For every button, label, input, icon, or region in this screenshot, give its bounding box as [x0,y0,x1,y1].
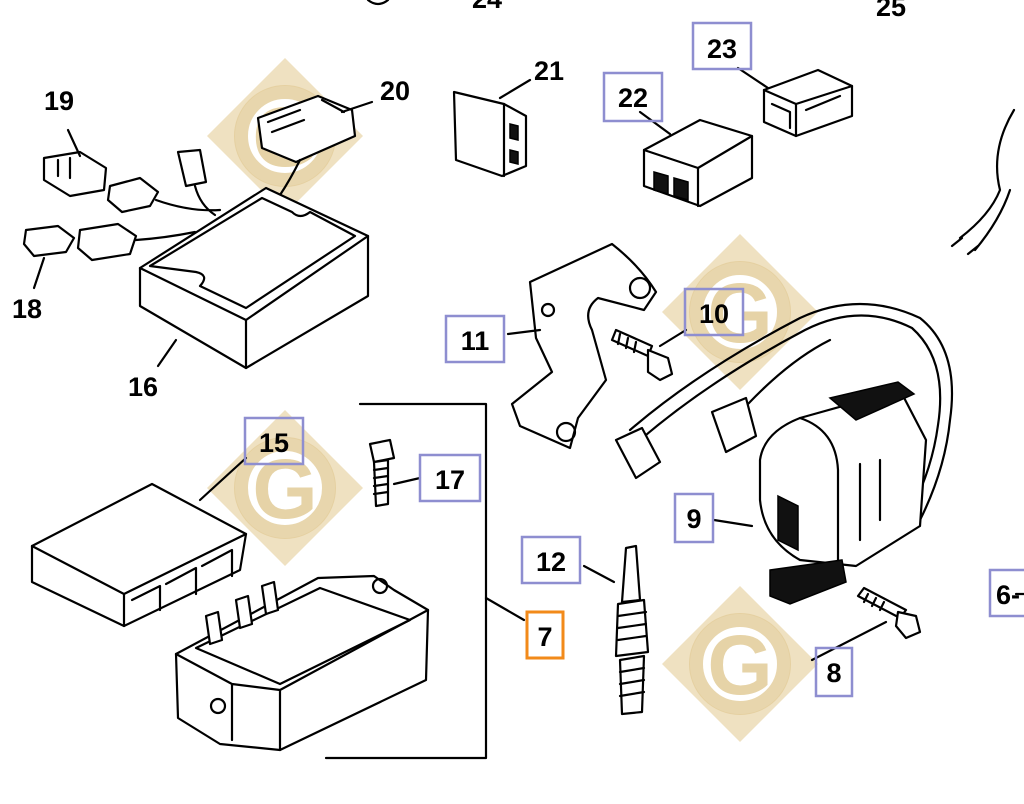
part-label-16[interactable]: 16 [128,372,158,402]
module-16-illustration [138,186,370,370]
svg-text:19: 19 [44,86,74,116]
ignition-coil-9-illustration [614,302,954,605]
part-label-7[interactable]: 7 [525,610,565,660]
plug-19-illustration [42,148,222,217]
svg-text:15: 15 [259,428,289,458]
part-label-22[interactable]: 22 [602,71,664,123]
svg-text:G: G [252,442,317,536]
part-label-21[interactable]: 21 [534,56,564,86]
svg-text:8: 8 [826,658,841,688]
part-label-24[interactable]: 24 [472,0,502,14]
svg-text:7: 7 [537,622,552,652]
part-label-19[interactable]: 19 [44,86,74,116]
bolt-8-illustration [856,586,922,640]
part-label-23[interactable]: 23 [691,21,753,71]
connector-20-illustration [256,94,357,197]
svg-text:12: 12 [536,547,566,577]
part-24-fragment [366,0,390,6]
svg-text:10: 10 [699,299,729,329]
part-label-6[interactable]: 6- [988,568,1024,618]
group-bracket-7 [324,402,526,760]
svg-text:9: 9 [686,504,701,534]
part-label-9[interactable]: 9 [673,492,715,544]
spark-plug-12-illustration [614,544,650,716]
connector-21-illustration [452,90,528,178]
leader-lines [32,66,1024,662]
watermark-logo: G [662,586,818,742]
svg-text:G: G [707,618,772,712]
part-label-15[interactable]: 15 [243,416,305,466]
part-label-18[interactable]: 18 [12,294,42,324]
part-label-17[interactable]: 17 [418,453,482,503]
svg-text:16: 16 [128,372,158,402]
plug-18-illustration [22,222,197,262]
regulator-7-illustration [174,574,430,752]
svg-text:G: G [707,266,772,360]
part-label-25[interactable]: 25 [876,0,906,22]
svg-text:25: 25 [876,0,906,22]
svg-text:6-: 6- [996,580,1020,610]
part-label-11[interactable]: 11 [444,314,506,364]
svg-text:21: 21 [534,56,564,86]
part-label-20[interactable]: 20 [380,76,410,106]
part-label-8[interactable]: 8 [814,646,854,698]
bolt-10-illustration [610,328,674,382]
cover-15-illustration [30,482,248,628]
svg-text:11: 11 [461,326,490,356]
bolt-17-illustration [368,438,396,508]
connector-22-illustration [642,118,754,208]
part-label-12[interactable]: 12 [520,535,582,585]
watermark-logo: G [662,234,818,390]
bracket-11-illustration [510,242,658,450]
svg-text:20: 20 [380,76,410,106]
part-label-10[interactable]: 10 [683,287,745,337]
svg-text:23: 23 [707,34,737,64]
wire-25-illustration [950,108,1016,256]
svg-text:22: 22 [618,83,648,113]
connector-23-illustration [762,68,854,138]
svg-text:24: 24 [472,0,502,14]
svg-text:17: 17 [435,465,465,495]
svg-text:18: 18 [12,294,42,324]
